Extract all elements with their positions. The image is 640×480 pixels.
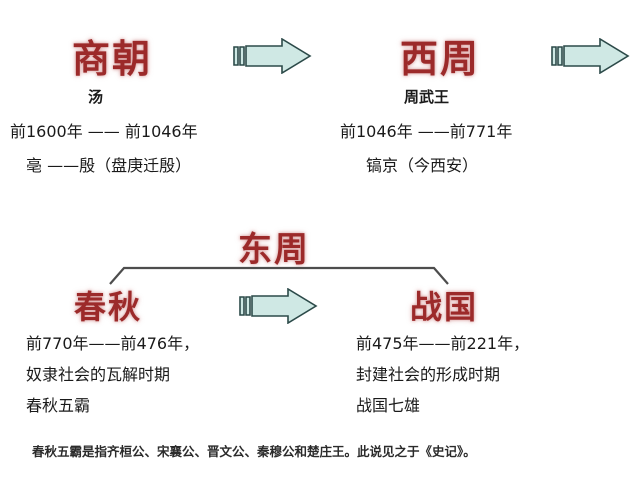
dates-shang: 前1600年 —— 前1046年 <box>10 122 198 141</box>
capital-shang: 亳 ——殷（盘庚迁殷） <box>26 156 192 175</box>
note-chunqiu-2: 春秋五霸 <box>26 396 91 415</box>
right-arrow-icon-chunqiu-to-zhanguo <box>238 288 318 324</box>
founder-name-xizhou: 周武王 <box>404 88 450 106</box>
right-arrow-icon-shang-to-xizhou <box>232 38 312 74</box>
dongzhou-span-bracket <box>104 262 454 286</box>
founder-name-shang: 汤 <box>88 88 104 106</box>
footnote-text: 春秋五霸是指齐桓公、宋襄公、晋文公、秦穆公和楚庄王。此说见之于《史记》。 <box>32 444 476 459</box>
note-zhanguo-2: 战国七雄 <box>356 396 421 415</box>
capital-xizhou: 镐京（今西安） <box>366 156 479 175</box>
note-chunqiu-1: 奴隶社会的瓦解时期 <box>26 365 171 384</box>
dynasty-title-chunqiu: 春秋 <box>74 288 143 326</box>
dates-chunqiu: 前770年——前476年， <box>26 334 200 353</box>
dynasty-title-shang: 商朝 <box>72 37 153 81</box>
dates-xizhou: 前1046年 ——前771年 <box>340 122 513 141</box>
dates-zhanguo: 前475年——前221年， <box>356 334 530 353</box>
note-zhanguo-1: 封建社会的形成时期 <box>356 365 501 384</box>
dynasty-title-xizhou: 西周 <box>400 37 481 81</box>
right-arrow-icon-xizhou-next <box>550 38 630 74</box>
dynasty-title-zhanguo: 战国 <box>410 288 479 326</box>
dynasty-title-dongzhou: 东周 <box>238 230 310 270</box>
